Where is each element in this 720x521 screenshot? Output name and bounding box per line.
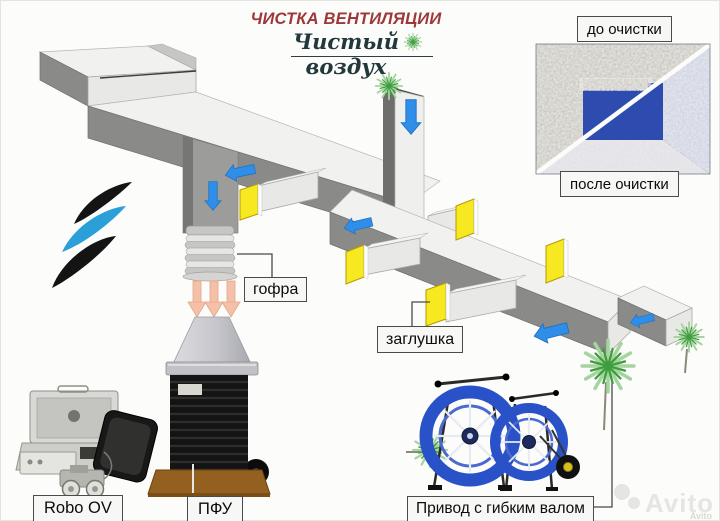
callout-leaders: [237, 253, 430, 327]
after-cleaning-label: после очистки: [560, 171, 679, 197]
reel-small: [490, 403, 568, 481]
branch-duct-3: [425, 274, 527, 327]
callout-plug-label: заглушка: [377, 326, 464, 353]
watermark-brand: Avito: [644, 488, 714, 518]
duct-robot: [59, 465, 105, 499]
corrugated-hose: [182, 234, 238, 282]
callout-robot-label: Robo OV: [33, 495, 123, 521]
callout-hose-label: гофра: [244, 277, 308, 302]
watermark-brand-small: Avito: [689, 511, 712, 521]
suction-arrow: [221, 280, 241, 318]
drive-shaft-line: [586, 382, 613, 508]
filter-unit: [147, 316, 271, 497]
suction-arrow: [204, 280, 224, 318]
hose-junction: [182, 135, 239, 236]
monitor: [92, 410, 158, 483]
air-wave-logo: [52, 182, 132, 288]
subtitle-underline: [291, 56, 433, 57]
before-cleaning-label: до очистки: [577, 16, 672, 42]
flexible-shafts: [406, 348, 688, 508]
suction-arrow: [187, 280, 207, 318]
filter-label-plate: [178, 384, 202, 395]
plug-cap: [425, 282, 447, 327]
floating-plug: [545, 238, 569, 284]
callout-drive-label: Привод с гибким валом: [407, 496, 594, 521]
plug-cap: [239, 183, 259, 221]
reel-large: [419, 385, 521, 487]
clean-split-line: [536, 44, 710, 174]
page-subtitle: Чистый воздух: [292, 29, 400, 79]
duct-photo: [535, 43, 711, 175]
duct-plenum: [38, 43, 198, 107]
branch-duct-2: [345, 232, 429, 285]
suction-arrows: [187, 280, 241, 318]
plug-cap: [345, 244, 365, 285]
trolley-wheel: [539, 429, 580, 479]
brush-icon: [580, 338, 636, 394]
drive-reels: [419, 373, 580, 491]
watermark-logo: [614, 484, 640, 509]
robot-inspection-kit: [15, 385, 158, 499]
page-title: ЧИСТКА ВЕНТИЛЯЦИИ: [250, 10, 442, 28]
branch-duct-1: [239, 167, 327, 221]
callout-filter-label: ПФУ: [187, 496, 244, 521]
floating-plug: [455, 198, 479, 241]
